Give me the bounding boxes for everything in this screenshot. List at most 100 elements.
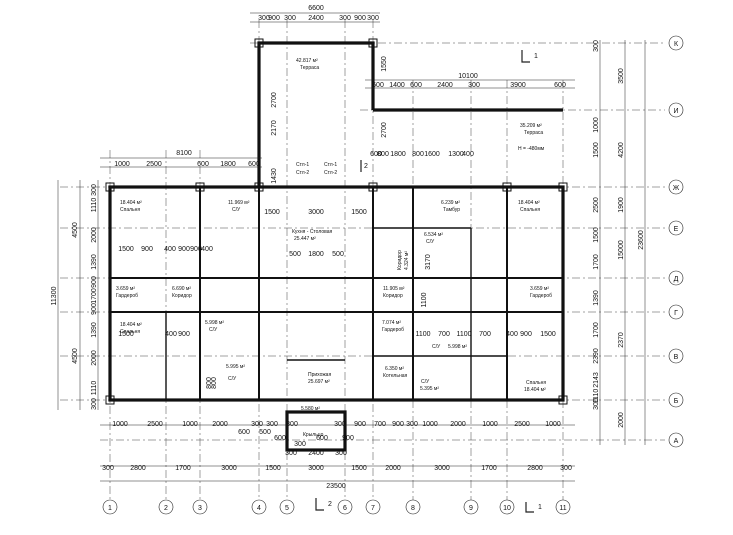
dim-text: 1700 bbox=[593, 254, 600, 270]
axis-label: 11 bbox=[559, 505, 566, 512]
dim-text: 900 bbox=[268, 15, 280, 22]
room-area: 18.404 м² bbox=[518, 200, 540, 206]
dim-text: 300 bbox=[91, 398, 98, 410]
dim-text: 1500 bbox=[264, 209, 280, 216]
dim-text: 900 bbox=[178, 331, 190, 338]
axis-label: А bbox=[674, 438, 679, 445]
column-labels: Стл-1 Стл-2 Стл-1 Стл-2 bbox=[296, 162, 337, 176]
dim-text: 1500 bbox=[593, 142, 600, 158]
room-name: Прихожая bbox=[308, 372, 331, 378]
dim-text: 2500 bbox=[593, 197, 600, 213]
dim-text: 11300 bbox=[51, 286, 58, 305]
dim-text: 300 bbox=[91, 184, 98, 196]
room-area: 5.998 м² bbox=[448, 344, 467, 350]
dim-text: 900 bbox=[392, 421, 404, 428]
axis-label: 8 bbox=[411, 505, 415, 512]
axis-label: И bbox=[673, 108, 678, 115]
dim-text: 6600 bbox=[308, 5, 324, 12]
dim-text: 1400 bbox=[389, 82, 405, 89]
dim-text: 600 bbox=[197, 161, 209, 168]
dim-text: 2400 bbox=[308, 15, 324, 22]
dim-text: 900 bbox=[91, 276, 98, 288]
room-name: Тамбур bbox=[443, 207, 460, 213]
dim-text: 3000 bbox=[221, 465, 237, 472]
room-area: 11.969 м² bbox=[228, 200, 250, 206]
dim-text: 2000 bbox=[91, 227, 98, 243]
dim-text: 1500 bbox=[351, 209, 367, 216]
dim-text: 900 bbox=[190, 246, 202, 253]
axis-label: 4 bbox=[257, 505, 261, 512]
room-area: 42.817 м² bbox=[296, 58, 318, 64]
column-label: Стл-2 bbox=[324, 170, 337, 176]
dim-text: 300 bbox=[294, 441, 306, 448]
dim-text: 1550 bbox=[381, 56, 388, 72]
dim-text: 300 bbox=[334, 421, 346, 428]
dim-text: 4200 bbox=[618, 142, 625, 158]
section-mark: 2 bbox=[328, 501, 332, 508]
dim-text: 1100 bbox=[421, 292, 428, 307]
dim-text: 2400 bbox=[308, 450, 324, 457]
dim-text: 2700 bbox=[271, 92, 278, 108]
dim-text: 1430 bbox=[271, 168, 278, 184]
room-name: С/У bbox=[232, 207, 241, 213]
room-name: Спальня bbox=[526, 380, 546, 386]
axis-label: Г bbox=[674, 310, 678, 317]
dim-text: 300 bbox=[258, 15, 270, 22]
dim-text: 2170 bbox=[271, 120, 278, 136]
dim-text: 500 bbox=[289, 251, 301, 258]
room-area: 25.697 м² bbox=[308, 379, 330, 385]
dim-text: 3500 bbox=[618, 68, 625, 84]
axis-label: 2 bbox=[164, 505, 168, 512]
dim-text: 1000 bbox=[545, 421, 561, 428]
dim-text: 1390 bbox=[593, 290, 600, 306]
dim-text: 3000 bbox=[308, 209, 324, 216]
room-area: 5.995 м² bbox=[226, 364, 245, 370]
dim-text: 2800 bbox=[130, 465, 146, 472]
dim-text: 300 bbox=[266, 421, 278, 428]
dim-text: 900 bbox=[342, 435, 354, 442]
dim-text: 1500 bbox=[593, 227, 600, 243]
dim-text: 600 bbox=[554, 82, 566, 89]
dim-text: 1700 bbox=[481, 465, 497, 472]
room-area: 7.074 м² bbox=[382, 320, 401, 326]
section-marks: 1 1 2 2 bbox=[315, 50, 542, 513]
room-area: 3.659 м² bbox=[116, 286, 135, 292]
room-area: 5.998 м² bbox=[205, 320, 224, 326]
row-axis-markers: К И Ж Е Д Г В Б А bbox=[668, 35, 684, 448]
dim-text: 700 bbox=[438, 331, 450, 338]
dim-text: 1500 bbox=[265, 465, 281, 472]
dim-text: 2000 bbox=[618, 412, 625, 428]
dim-text: 300 bbox=[468, 82, 480, 89]
dim-text: 2700 bbox=[381, 122, 388, 138]
dim-text: 300 bbox=[339, 15, 351, 22]
room-area: 35.209 м² bbox=[520, 123, 542, 129]
dim-text: 300 bbox=[285, 450, 297, 457]
room-area: 6.239 м² bbox=[441, 200, 460, 206]
dim-text: 600 bbox=[248, 161, 260, 168]
axis-bubble bbox=[102, 499, 118, 515]
dim-text: 400 bbox=[164, 246, 176, 253]
axis-label: Ж bbox=[673, 185, 680, 192]
dim-text: 300 bbox=[560, 465, 572, 472]
room-area: 18.404 м² bbox=[524, 387, 546, 393]
dim-text: 1390 bbox=[91, 254, 98, 270]
dim-text: 700 bbox=[374, 421, 386, 428]
dim-text: 2000 bbox=[91, 350, 98, 366]
dim-text: 1000 bbox=[422, 421, 438, 428]
grid-lines bbox=[60, 20, 665, 500]
dim-text: 1700 bbox=[175, 465, 191, 472]
room-note: Н = -480мм bbox=[518, 146, 545, 152]
room-area: 3.659 м² bbox=[530, 286, 549, 292]
interior-dimensions: 1500 3000 1500 1800 500 500 900 1500 900… bbox=[118, 56, 556, 457]
dim-text: 600 bbox=[372, 82, 384, 89]
total-width: 23500 bbox=[326, 483, 346, 490]
dim-text: 900 bbox=[354, 15, 366, 22]
column-label: Стл-1 bbox=[296, 162, 309, 168]
dim-text: 2500 bbox=[514, 421, 530, 428]
room-name: Кухня - Столовая bbox=[292, 229, 332, 235]
dim-text: 10100 bbox=[458, 73, 478, 80]
dim-text: 1100 bbox=[415, 331, 430, 338]
axis-label: Е bbox=[674, 226, 679, 233]
dim-text: 2000 bbox=[385, 465, 401, 472]
